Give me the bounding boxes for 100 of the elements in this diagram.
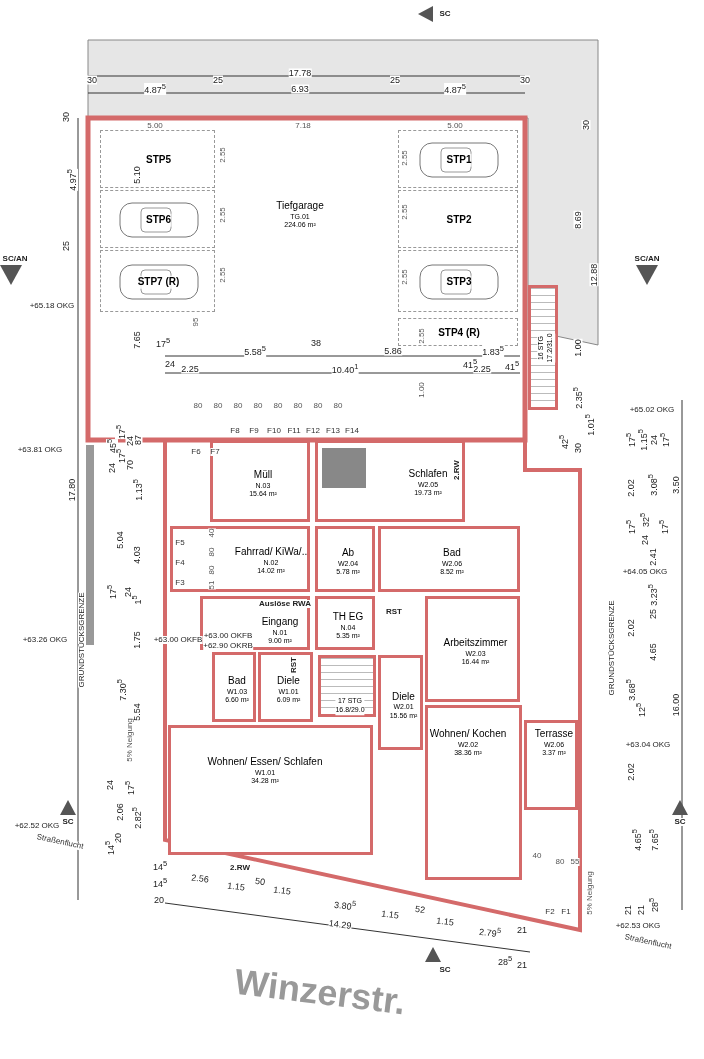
dimension-label: 51 [208,580,216,590]
dimension-label: 38 [311,338,321,348]
dimension-label: 80 [333,402,343,410]
dimension-label: 24 [125,436,135,446]
dimension-label: 2.02 [626,619,636,637]
dimension-label: 41$^{5}$ [504,360,520,372]
dimension-label: 4.87$^{5}$ [144,83,166,95]
note-label: RST [290,657,298,673]
note-label: Auslöse RWA [259,600,311,608]
dimension-label: 3.50 [671,476,681,494]
dimension-label: 17$^{5}$ [155,337,171,349]
bike-space-label: F13 [326,427,340,435]
dimension-label: 30 [61,112,71,122]
dimension-label: 2.55 [219,207,227,223]
dimension-label: 24 [105,780,115,790]
bike-space-label: F12 [306,427,320,435]
room-area [425,705,522,880]
dimension-label: 52 [414,904,426,916]
section-label: SC/AN [634,255,660,263]
room-name: Müll [252,469,274,482]
dimension-label: 1.15 [272,885,292,897]
dimension-label: 1.15 [435,916,455,928]
room-area [425,596,520,702]
dimension-label: 1.15 [380,909,400,921]
parking-space-label: STP7 (R) [137,275,180,289]
note-label: 2.RW [453,460,461,480]
dimension-label: 20 [113,833,123,843]
dimension-label: 80 [273,402,283,410]
dimension-label: 3.80$^{5}$ [333,897,357,913]
dimension-label: 1.83$^{5}$ [482,345,504,357]
parking-space-label: STP3 [446,275,472,289]
dimension-label: 25 [390,75,400,85]
dimension-label: 80 [253,402,263,410]
dimension-label: 21 [623,905,633,915]
dimension-label: 24 [165,359,175,369]
room-name: Diele [276,675,301,688]
parking-space-label: STP4 (R) [438,326,480,340]
dimension-label: 14$^{5}$ [152,877,168,889]
section-label: SC [439,966,451,974]
street-name: Winzerstr. [232,963,408,1021]
elevation-label: +62.53 OKG [615,922,661,930]
boundary-label: GRUNDSTÜCKSGRENZE [78,592,86,688]
room-name: Arbeitszimmer [443,637,508,650]
dimension-label: 12.88 [589,263,599,287]
room-name: Schlafen [408,468,448,481]
dimension-label: 28$^{5}$ [497,955,513,967]
room-area [378,655,423,750]
elevation-label: +63.81 OKG [17,446,63,454]
bike-space-label: F6 [191,448,201,456]
dimension-label: 14.29 [328,919,352,931]
dimension-label: 4.65 [648,643,658,661]
dimension-label: 1.15 [226,881,246,893]
room-area [170,526,310,592]
dimension-label: 5% Neigung [586,871,594,915]
room-area [378,526,520,592]
room-name: Wohnen/ Kochen [429,728,507,741]
elevation-label: +63.00 OKFB [153,636,203,644]
elevation-label: +65.18 OKG [29,302,75,310]
elevation-label: +64.05 OKG [622,568,668,576]
room-area [210,440,310,522]
bike-space-label: F7 [210,448,220,456]
dimension-label: 25 [61,241,71,251]
dimension-label: 4.87$^{5}$ [444,83,466,95]
section-label: SC [62,818,74,826]
elevation-label: +63.00 OKFB [203,632,253,640]
dimension-label: 5.86 [384,346,402,356]
bike-space-label: F2 [545,908,555,916]
dimension-label: 5.10 [132,166,142,184]
dimension-label: 30 [520,75,530,85]
dimension-label: 24 [640,535,650,545]
room-area [258,652,313,722]
room-name: Eingang [261,616,299,629]
dimension-label: 2.25 [181,364,199,374]
dimension-label: 80 [193,402,203,410]
section-label: SC/AN [2,255,28,263]
elevation-label: +63.26 OKG [22,636,68,644]
parking-space-label: STP6 [146,213,171,227]
staircase [528,285,558,410]
dimension-label: 2.02 [626,763,636,781]
dimension-label: 24 [649,435,659,445]
dimension-label: 80 [208,565,216,575]
parking-space [398,130,518,188]
elevation-label: +62.52 OKG [14,822,60,830]
boundary-label: GRUNDSTÜCKSGRENZE [608,600,616,696]
room-name: Wohnen/ Essen/ Schlafen [207,756,323,769]
room-name: TH EG [332,611,364,624]
dimension-label: 55 [570,858,580,866]
room-area [315,596,375,650]
section-label: SC [674,818,686,826]
dimension-label: 80 [313,402,323,410]
parking-space [100,190,215,248]
dimension-label: 25 [648,609,658,619]
dimension-label: 2.55 [219,267,227,283]
dimension-label: 50 [254,876,266,888]
dimension-label: 2.06 [115,803,125,821]
dimension-label: 5.58$^{5}$ [244,345,266,357]
bike-space-label: F11 [287,427,301,435]
room-name: Bad [442,547,462,560]
dimension-label: 16.00 [671,693,681,717]
dimension-label: 30 [581,120,591,130]
